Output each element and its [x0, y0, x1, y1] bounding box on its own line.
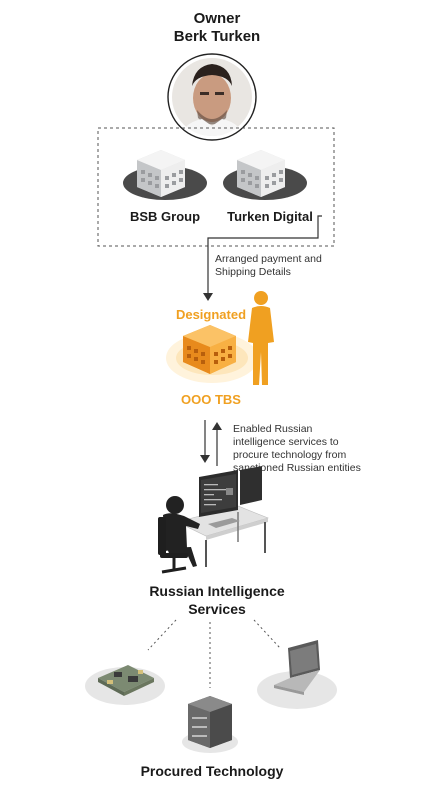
designated-badge: Designated — [175, 307, 247, 322]
intelligence-note: Enabled Russian intelligence services to… — [233, 423, 361, 474]
analyst-figure-icon — [163, 496, 200, 567]
ooo-tbs-building-icon — [183, 325, 236, 374]
turken-digital-building-icon — [223, 150, 307, 200]
procured-technology-label: Procured Technology — [140, 763, 284, 779]
circuit-board-icon — [85, 665, 165, 705]
owner-role: Owner — [193, 10, 241, 27]
bsb-group-building-icon — [123, 150, 207, 200]
server-rack-icon — [182, 696, 238, 753]
companies-dashed-box — [97, 127, 335, 247]
payment-note: Arranged payment and Shipping Details — [215, 253, 322, 278]
ooo-tbs-label: OOO TBS — [181, 392, 241, 407]
arrow-down-icon — [203, 293, 213, 301]
person-silhouette-icon — [248, 291, 274, 385]
monitor-icon — [199, 470, 238, 517]
office-chair-icon — [158, 517, 188, 574]
intelligence-label-line: Russian Intelligence Services — [149, 583, 285, 617]
company-label-bsb: BSB Group — [129, 209, 201, 224]
owner-name: Berk Turken — [173, 28, 261, 45]
laptop-icon — [257, 640, 337, 709]
company-label-turken-digital: Turken Digital — [227, 209, 313, 224]
arrow-down-icon — [200, 455, 210, 463]
arrow-up-icon — [212, 422, 222, 430]
